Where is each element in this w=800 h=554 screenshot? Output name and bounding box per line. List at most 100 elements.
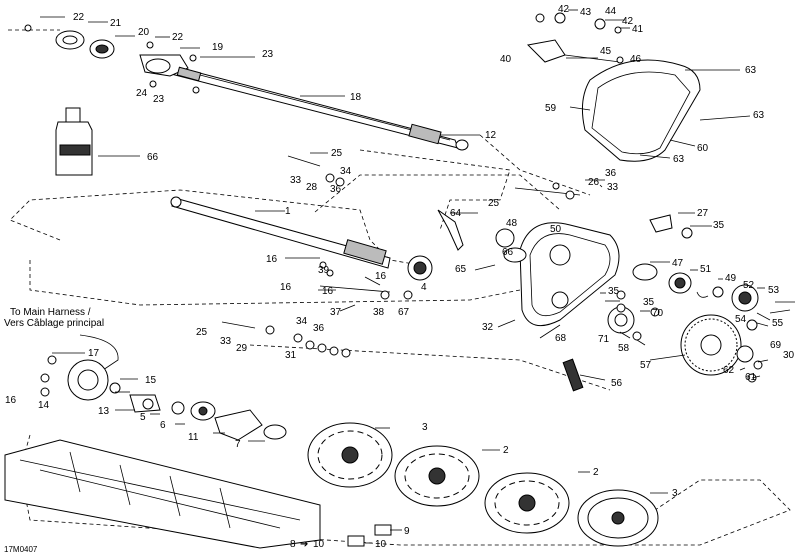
callout-70: 70	[652, 308, 664, 319]
callout-16: 16	[280, 282, 292, 293]
callout-36: 36	[330, 184, 342, 195]
sprocket-inner-right	[484, 472, 570, 534]
harness-label-fr: Vers Câblage principal	[4, 318, 104, 329]
callout-16: 16	[322, 286, 334, 297]
callout-66: 66	[147, 152, 159, 163]
callout-25: 25	[331, 148, 343, 159]
callout-63: 63	[673, 154, 685, 165]
harness-note: To Main Harness / Vers Câblage principal	[4, 307, 104, 329]
callout-56: 56	[611, 378, 623, 389]
callout-57: 57	[640, 360, 652, 371]
callout-66: 66	[502, 247, 514, 258]
callout-42: 42	[558, 4, 570, 15]
callout-18: 18	[350, 92, 362, 103]
drive-axle	[170, 196, 391, 269]
callout-16: 16	[266, 254, 278, 265]
callout-10: 10	[375, 539, 387, 550]
callout-36: 36	[313, 323, 325, 334]
callout-24: 24	[136, 88, 148, 99]
callout-35: 35	[713, 220, 725, 231]
callout-11: 11	[188, 432, 199, 443]
callout-58: 58	[618, 343, 630, 354]
sprocket-outer-right	[577, 489, 659, 547]
chaincase-cover	[581, 59, 701, 162]
callout-37: 37	[330, 307, 342, 318]
callout-71: 71	[598, 334, 610, 345]
arrow-glyph: ➔	[300, 539, 308, 550]
callout-39: 39	[318, 265, 330, 276]
callout-labels: 22 21 20 22 19 23 24 23 18 12 66 25 33 2…	[5, 4, 795, 550]
callout-29: 29	[236, 343, 248, 354]
callout-64: 64	[450, 208, 462, 219]
callout-5: 5	[140, 412, 146, 423]
callout-42: 42	[622, 16, 634, 27]
callout-31: 31	[285, 350, 297, 361]
callout-2: 2	[503, 445, 509, 456]
callout-65: 65	[455, 264, 467, 275]
chaincase-housing	[519, 222, 620, 327]
callout-68: 68	[555, 333, 567, 344]
track-sprockets	[307, 422, 659, 547]
drive-chain	[562, 358, 584, 392]
callout-28: 28	[306, 182, 318, 193]
callout-23: 23	[153, 94, 165, 105]
callout-1: 1	[285, 206, 291, 217]
callout-61: 61	[745, 372, 757, 383]
callout-35: 35	[608, 286, 620, 297]
callout-51: 51	[700, 264, 712, 275]
callout-13: 13	[98, 406, 110, 417]
track	[4, 439, 321, 549]
drawing-reference-code: 17M0407	[4, 545, 38, 554]
tensioner-parts	[437, 12, 693, 263]
callout-45: 45	[600, 46, 612, 57]
dashed-guide-lines	[8, 29, 791, 546]
callout-40: 40	[500, 54, 512, 65]
callout-63: 63	[745, 65, 757, 76]
callout-22: 22	[172, 32, 184, 43]
callout-6: 6	[160, 420, 166, 431]
sprocket-outer-left	[307, 422, 393, 488]
callout-12: 12	[485, 130, 497, 141]
callout-35: 35	[643, 297, 655, 308]
harness-label-en: To Main Harness /	[10, 307, 91, 318]
callout-34: 34	[296, 316, 308, 327]
callout-67: 67	[398, 307, 410, 318]
callout-54: 54	[735, 314, 747, 325]
callout-69: 69	[770, 340, 782, 351]
callout-21: 21	[110, 18, 122, 29]
callout-49: 49	[725, 273, 737, 284]
gear-assembly	[607, 263, 791, 383]
callout-44: 44	[605, 6, 617, 17]
callout-14: 14	[38, 400, 50, 411]
callout-62: 62	[723, 365, 735, 376]
callout-36: 36	[605, 168, 617, 179]
callout-16: 16	[375, 271, 387, 282]
callout-33: 33	[290, 175, 302, 186]
callout-20: 20	[138, 27, 150, 38]
callout-47: 47	[672, 258, 684, 269]
callout-15: 15	[145, 375, 157, 386]
callout-59: 59	[545, 103, 557, 114]
callout-9: 9	[404, 526, 410, 537]
callout-3: 3	[422, 422, 428, 433]
callout-7: 7	[235, 439, 241, 450]
callout-52: 52	[743, 280, 755, 291]
callout-30: 30	[783, 350, 795, 361]
callout-23: 23	[262, 49, 274, 60]
bearing-group-top	[24, 24, 202, 94]
leader-lines	[40, 9, 795, 544]
callout-25: 25	[196, 327, 208, 338]
callout-10: 10	[313, 539, 325, 550]
callout-8: 8	[290, 539, 296, 550]
speed-sensor-group	[40, 334, 287, 441]
callout-25: 25	[488, 198, 500, 209]
callout-55: 55	[772, 318, 784, 329]
callout-26: 26	[588, 177, 600, 188]
axle-hardware	[221, 155, 433, 358]
callout-43: 43	[580, 7, 592, 18]
callout-17: 17	[88, 348, 100, 359]
callout-19: 19	[212, 42, 224, 53]
callout-33: 33	[220, 336, 232, 347]
